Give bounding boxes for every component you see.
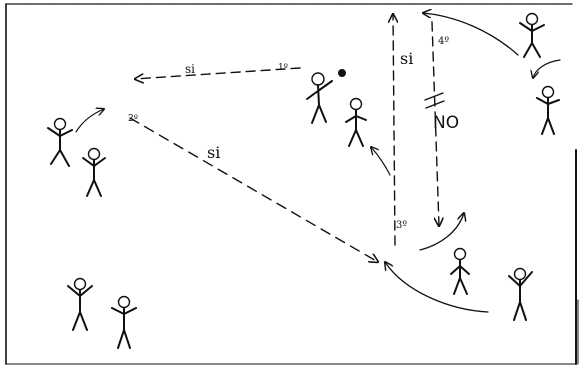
court-boundary	[5, 3, 579, 365]
movement-arrow-middle	[419, 213, 464, 251]
pass-arrow-vertical-up	[393, 14, 395, 246]
label-pass-top: si	[185, 62, 195, 76]
movement-arrow-small-center	[371, 147, 391, 176]
player-bottom-left-2	[111, 295, 137, 349]
label-pass-diagonal: si	[207, 143, 220, 162]
label-forbidden-pass: NO	[433, 113, 459, 133]
movement-arrow-top-right	[423, 13, 519, 56]
player-center-right	[345, 97, 367, 147]
ball-icon	[338, 69, 346, 77]
label-order-2: 2º	[128, 114, 138, 124]
movement-arrow-right-edge	[533, 59, 561, 78]
movement-arrow-left-player	[75, 109, 104, 133]
player-bottom-center	[450, 247, 470, 295]
label-order-1: 1º	[278, 63, 288, 73]
player-left-defender	[82, 147, 106, 197]
label-order-4: 4º	[438, 36, 449, 47]
player-bottom-left-1	[67, 277, 93, 331]
pass-arrow-forbidden	[431, 21, 439, 226]
player-right-edge	[536, 85, 560, 135]
label-order-3: 3º	[396, 220, 407, 231]
pass-arrow-diagonal	[129, 117, 378, 262]
player-left-attacker	[47, 117, 73, 167]
player-bottom-right	[508, 267, 533, 321]
label-pass-vertical: si	[400, 49, 413, 68]
player-top-right	[519, 12, 545, 58]
player-ball-carrier	[306, 69, 346, 124]
forbidden-mark	[424, 92, 445, 109]
pass-arrow-top	[135, 67, 301, 79]
movement-arrow-bottom-right	[385, 262, 489, 313]
